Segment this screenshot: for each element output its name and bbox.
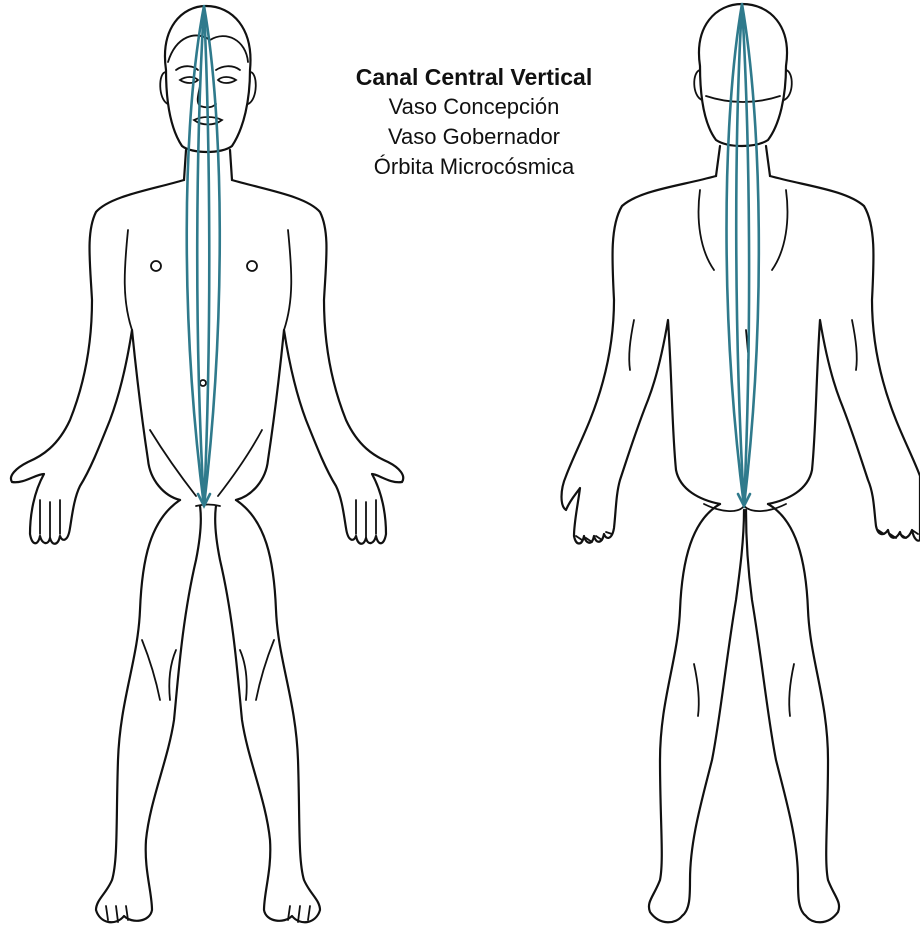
back-channel-path-inner — [736, 4, 749, 506]
front-right-leg — [215, 500, 320, 922]
front-left-eye — [180, 77, 198, 83]
front-right-eyebrow — [216, 66, 240, 70]
front-right-nipple — [247, 261, 257, 271]
back-channel-path — [727, 4, 759, 506]
front-torso-right — [232, 180, 403, 544]
front-torso-left — [11, 180, 184, 544]
front-right-knee — [240, 640, 274, 700]
back-right-scapula — [772, 190, 787, 270]
back-right-leg — [746, 504, 839, 922]
front-left-leg — [96, 500, 201, 922]
front-channel-path — [187, 6, 220, 506]
back-left-arm-line — [629, 320, 634, 370]
back-channel — [727, 4, 759, 506]
front-right-fingers — [356, 500, 376, 538]
legend-line-governor-vessel: Vaso Gobernador — [296, 122, 652, 152]
front-left-fingers — [40, 500, 60, 538]
legend-line-microcosmic-orbit: Órbita Microcósmica — [296, 152, 652, 182]
front-left-inner-arm — [125, 230, 132, 330]
legend-title: Canal Central Vertical — [296, 62, 652, 92]
back-right-knee — [789, 664, 794, 716]
back-hairline — [706, 96, 780, 102]
back-left-leg — [649, 504, 744, 922]
legend-line-conception-vessel: Vaso Concepción — [296, 92, 652, 122]
legend: Canal Central Vertical Vaso Concepción V… — [296, 62, 652, 182]
back-torso-left — [562, 176, 721, 544]
back-left-knee — [694, 664, 699, 716]
back-torso-right — [768, 176, 920, 541]
back-left-scapula — [699, 190, 714, 270]
front-left-toes — [106, 906, 128, 922]
front-navel — [200, 380, 206, 386]
front-left-knee — [142, 640, 176, 700]
front-channel-path-inner — [197, 6, 209, 506]
front-right-eye — [218, 77, 236, 83]
front-right-inner-arm — [284, 230, 291, 330]
front-right-toes — [288, 906, 310, 922]
front-channel — [187, 6, 220, 506]
back-right-arm-line — [852, 320, 857, 370]
back-neck — [716, 146, 770, 176]
front-crotch — [196, 505, 220, 507]
front-left-nipple — [151, 261, 161, 271]
